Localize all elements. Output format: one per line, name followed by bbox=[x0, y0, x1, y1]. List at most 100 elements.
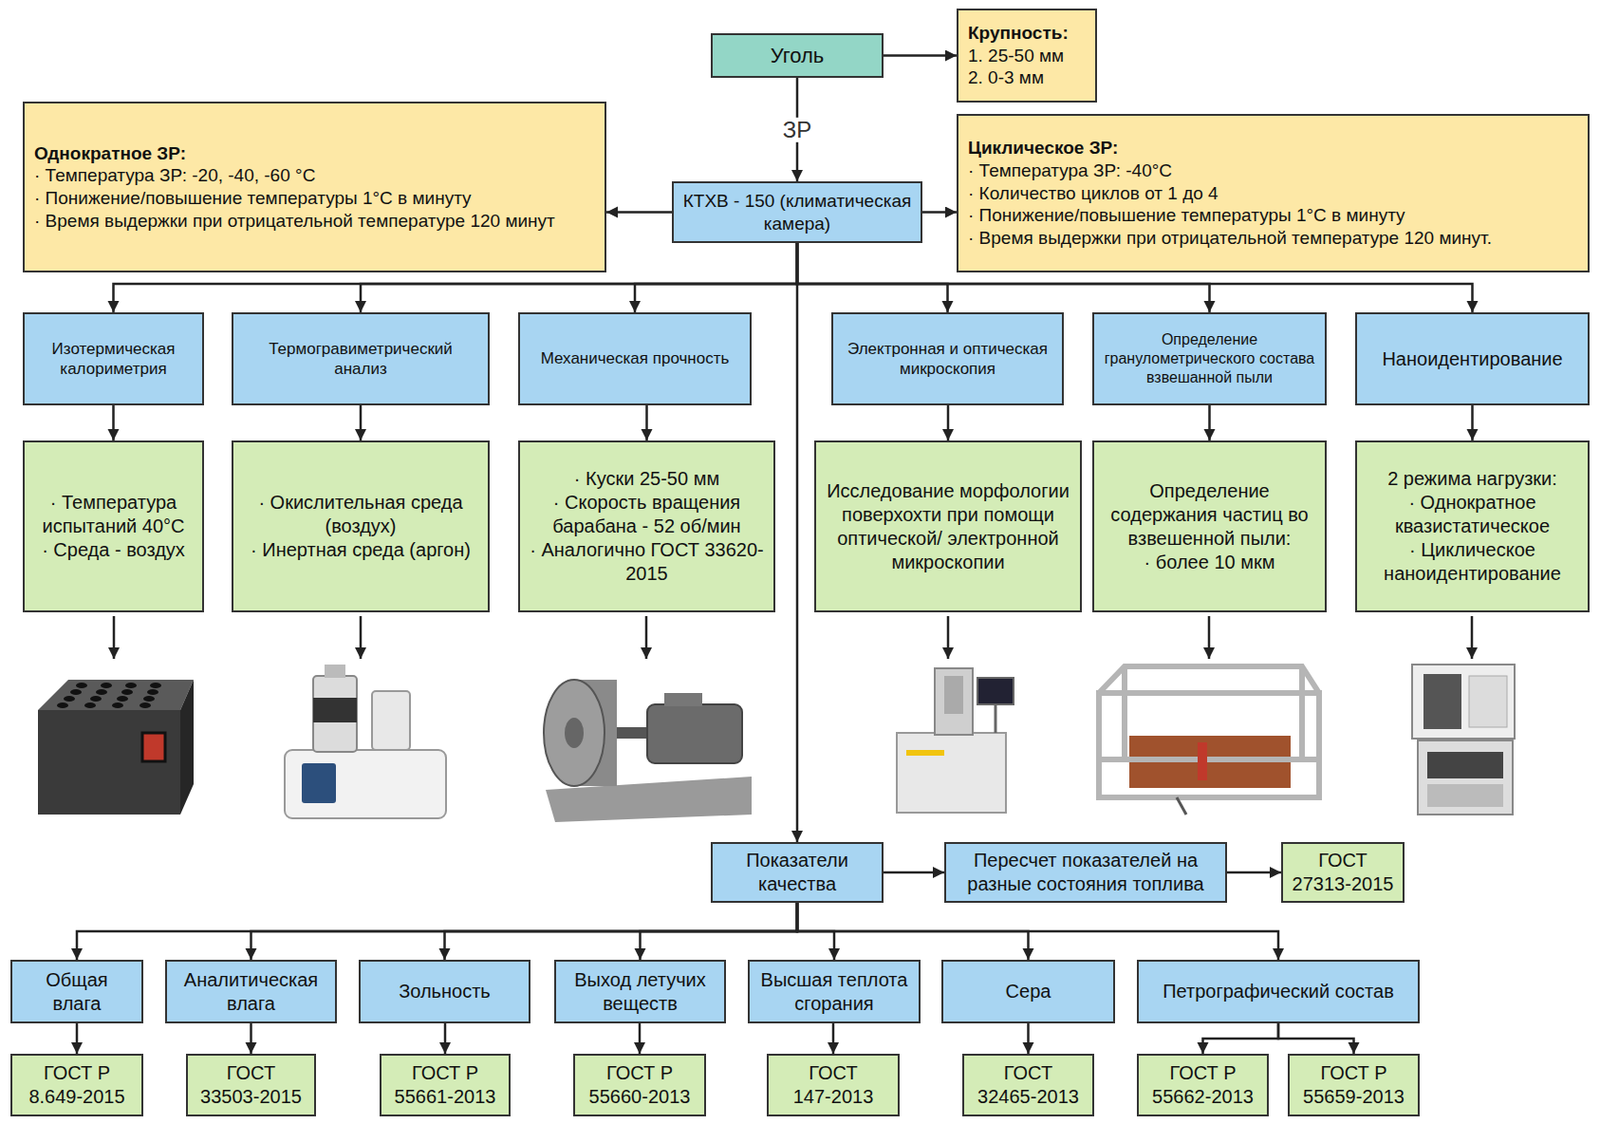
connector-arrow bbox=[1026, 1023, 1030, 1054]
connector-arrow bbox=[75, 1023, 79, 1054]
connector-arrow bbox=[359, 405, 363, 441]
dust-test-rig-illustration bbox=[1098, 666, 1320, 815]
node-text: Наноидентирование bbox=[1381, 347, 1563, 372]
method-box: Электронная и оптическая микроскопия bbox=[831, 312, 1064, 406]
standard-box: ГОСТ Р 55661-2013 bbox=[379, 1053, 511, 1117]
note-box: Крупность:1. 25-50 мм2. 0-3 мм bbox=[956, 8, 1098, 103]
edge-label: ЗР bbox=[780, 116, 816, 142]
node-text: Определение содержания частиц во взвешен… bbox=[1101, 479, 1318, 551]
node-text: Электронная и оптическая микроскопия bbox=[840, 338, 1055, 380]
node-text: · Понижение/повышение температуры 1°C в … bbox=[34, 186, 596, 210]
connector-arrow bbox=[1203, 1023, 1280, 1054]
node-text: · Инертная среда (аргон) bbox=[250, 538, 471, 562]
node-text: Определение гранулометрического состава … bbox=[1101, 330, 1318, 388]
process-box: Пересчет показателей на разные состояния… bbox=[944, 841, 1228, 903]
node-text: · Понижение/повышение температуры 1°C в … bbox=[967, 204, 1579, 227]
node-text: Общая влага bbox=[19, 967, 134, 1016]
node-text: ГОСТ 27313-2015 bbox=[1288, 848, 1397, 896]
nanoindenter-illustration bbox=[1412, 664, 1515, 815]
detail-box: Определение содержания частиц во взвешен… bbox=[1092, 440, 1327, 613]
connector-arrow bbox=[640, 902, 799, 960]
connector-arrow bbox=[883, 54, 957, 57]
connector-arrow bbox=[634, 242, 798, 313]
method-box: Термогравиметрический анализ bbox=[231, 312, 490, 406]
standard-box: ГОСТ 27313-2015 bbox=[1281, 841, 1405, 903]
node-text: Аналитическая влага bbox=[174, 967, 328, 1016]
detail-box: · Температура испытаний 40°C· Среда - во… bbox=[22, 440, 205, 613]
node-text: · Среда - воздух bbox=[41, 538, 186, 562]
node-text: Изотермическая калориметрия bbox=[32, 338, 195, 380]
node-text: 2. 0-3 мм bbox=[967, 66, 1086, 90]
thermogravimetric-analyzer-illustration bbox=[284, 664, 447, 819]
node-text: Исследование морфологии поверхохти при п… bbox=[823, 479, 1073, 575]
node-text: · Время выдержки при отрицательной темпе… bbox=[967, 226, 1579, 250]
drum-tester-illustration bbox=[543, 679, 752, 822]
node-text: ГОСТ Р 8.649-2015 bbox=[22, 1060, 131, 1109]
connector-arrow bbox=[797, 242, 949, 313]
indicator-box: Петрографический состав bbox=[1136, 959, 1420, 1024]
node-text: · Время выдержки при отрицательной темпе… bbox=[34, 209, 596, 233]
connector-arrow bbox=[606, 210, 672, 214]
method-box: Изотермическая калориметрия bbox=[22, 312, 205, 406]
node-text: · Куски 25-50 мм bbox=[574, 466, 720, 491]
connector-arrow bbox=[1208, 405, 1211, 441]
node-text: Зольность bbox=[398, 979, 491, 1004]
node-text: Пересчет показателей на разные состояния… bbox=[953, 848, 1218, 896]
connector-arrow bbox=[111, 405, 115, 441]
connector-arrow bbox=[1470, 405, 1474, 441]
node-text: Термогравиметрический анализ bbox=[241, 338, 481, 380]
node-text: · более 10 мкм bbox=[1144, 550, 1276, 575]
connector-arrow bbox=[645, 405, 649, 441]
connector-arrow bbox=[883, 871, 945, 875]
standard-box: ГОСТ Р 55660-2013 bbox=[573, 1053, 707, 1117]
connector-arrow bbox=[445, 902, 799, 960]
node-text: · Температура ЗР: -40°C bbox=[967, 159, 1579, 183]
electron-microscope-illustration bbox=[896, 668, 1014, 813]
indicator-box: Зольность bbox=[358, 959, 531, 1024]
node-text: Показатели качества bbox=[720, 848, 875, 896]
node-text: · Окислительная среда (воздух) bbox=[241, 490, 481, 539]
connector-arrow bbox=[76, 902, 798, 960]
standard-box: ГОСТ 147-2013 bbox=[766, 1053, 900, 1117]
calorimeter-illustration bbox=[37, 679, 194, 815]
standard-box: ГОСТ 32465-2013 bbox=[962, 1053, 1095, 1117]
node-text: Механическая прочность bbox=[540, 348, 730, 369]
node-text: 1. 25-50 мм bbox=[967, 44, 1086, 68]
connector-arrow bbox=[1278, 1023, 1355, 1054]
node-text: Уголь bbox=[770, 42, 825, 70]
standard-box: ГОСТ 33503-2015 bbox=[186, 1053, 317, 1117]
node-text: Крупность: bbox=[967, 21, 1086, 45]
node-text: Выход летучих веществ bbox=[563, 967, 717, 1016]
node-text: · Температура ЗР: -20, -40, -60 °C bbox=[34, 164, 596, 187]
node-text: Сера bbox=[1005, 979, 1052, 1004]
connector-arrow bbox=[1227, 871, 1282, 875]
connector-arrow bbox=[638, 1023, 642, 1054]
node-text: ГОСТ 32465-2013 bbox=[974, 1060, 1083, 1109]
connector-arrow bbox=[444, 1023, 447, 1054]
node-text: Циклическое ЗР: bbox=[967, 136, 1579, 160]
node-text: Однократное ЗР: bbox=[34, 142, 596, 166]
standard-box: ГОСТ Р 8.649-2015 bbox=[10, 1053, 144, 1117]
standard-box: ГОСТ Р 55659-2013 bbox=[1287, 1053, 1420, 1117]
standard-box: ГОСТ Р 55662-2013 bbox=[1136, 1053, 1269, 1117]
indicator-box: Аналитическая влага bbox=[165, 959, 337, 1024]
connector-arrow bbox=[922, 210, 957, 214]
method-box: Механическая прочность bbox=[518, 312, 752, 406]
node-text: Высшая теплота сгорания bbox=[757, 967, 912, 1016]
node-text: · Количество циклов от 1 до 4 bbox=[967, 182, 1579, 205]
note-box: Циклическое ЗР:· Температура ЗР: -40°C· … bbox=[956, 113, 1590, 273]
node-text: · Однократное квазистатическое bbox=[1364, 490, 1581, 539]
node-text: 2 режима нагрузки: bbox=[1387, 466, 1558, 491]
connector-arrow bbox=[832, 1023, 836, 1054]
method-box: Наноидентирование bbox=[1355, 312, 1590, 406]
node-text: · Скорость вращения барабана - 52 об/мин bbox=[527, 490, 766, 539]
indicator-box: Высшая теплота сгорания bbox=[747, 959, 921, 1024]
node-text: Петрографический состав bbox=[1162, 979, 1395, 1004]
process-box: Показатели качества bbox=[710, 841, 884, 903]
detail-box: Исследование морфологии поверхохти при п… bbox=[814, 440, 1082, 613]
indicator-box: Выход летучих веществ bbox=[554, 959, 726, 1024]
connector-arrow bbox=[251, 902, 799, 960]
indicator-box: Сера bbox=[941, 959, 1116, 1024]
connector-arrow bbox=[796, 242, 800, 842]
